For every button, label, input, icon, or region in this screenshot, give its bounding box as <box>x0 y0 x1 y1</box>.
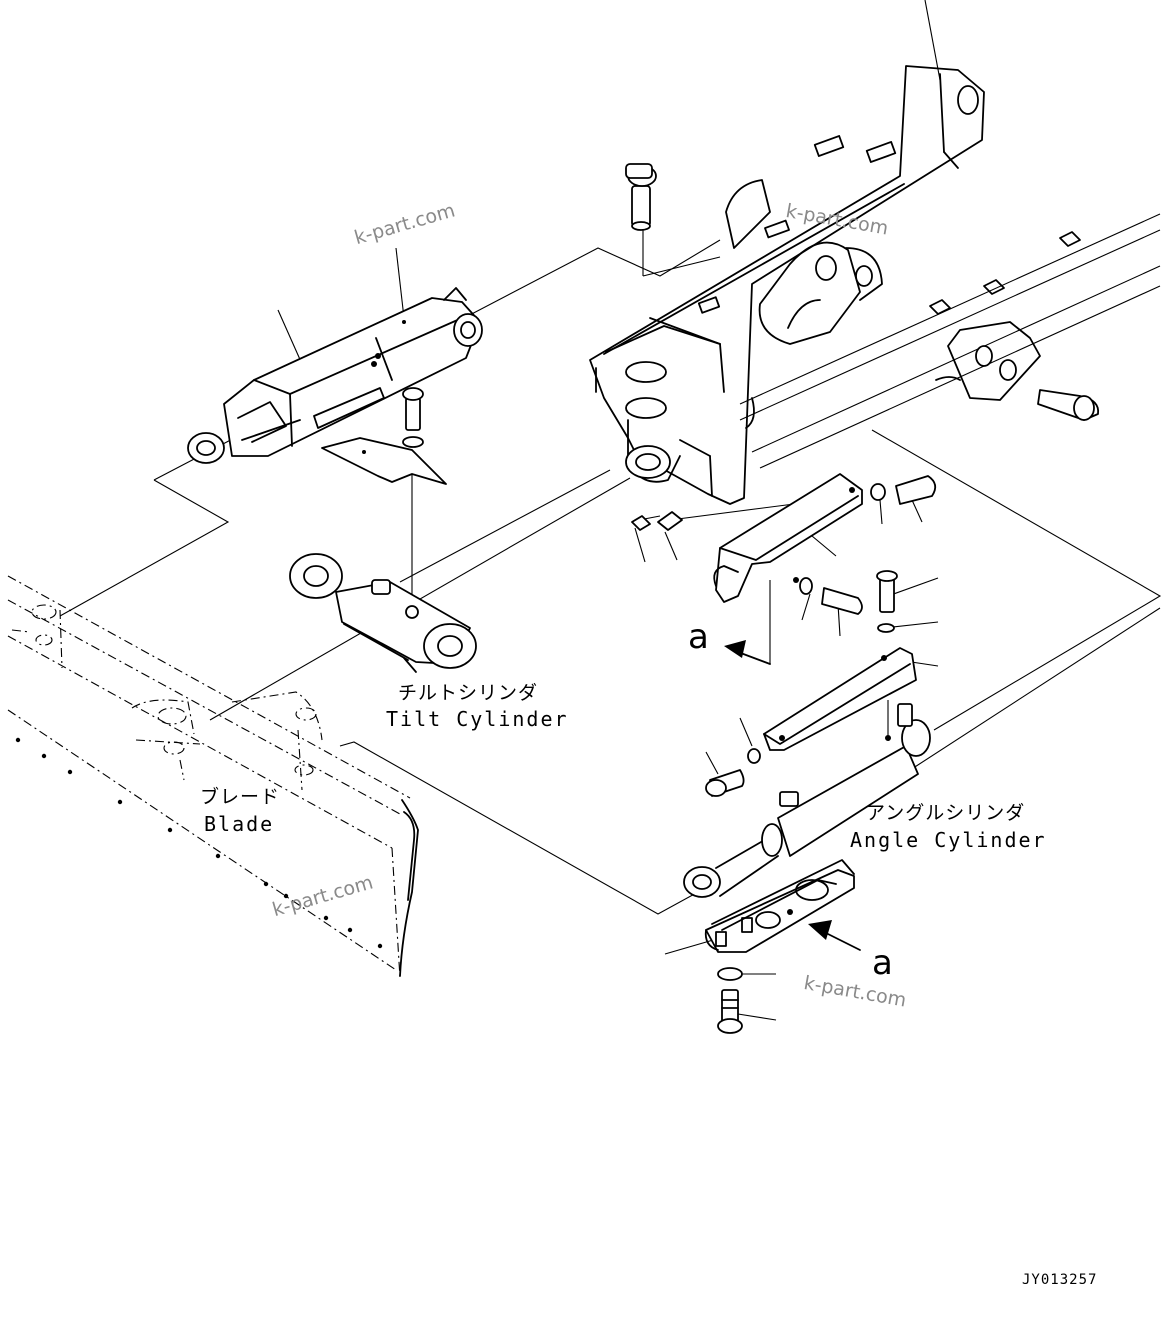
view-marker-lower: a <box>872 943 893 983</box>
angle-cylinder-label-jp: アングルシリンダ <box>866 802 1026 824</box>
tilt-cylinder-label-jp: チルトシリンダ <box>398 682 539 704</box>
angle-cover-upper <box>713 473 863 603</box>
angle-cylinder-rails <box>739 213 1161 775</box>
angle-cover-lower <box>704 859 855 953</box>
view-arrows <box>724 640 861 951</box>
angle-cover-middle <box>763 647 917 751</box>
blade-outline <box>7 575 419 979</box>
blade-label-jp: ブレード <box>200 786 281 808</box>
c-frame <box>589 65 985 505</box>
tilt-cylinder-label-en: Tilt Cylinder <box>386 707 569 731</box>
angle-cylinder-label-en: Angle Cylinder <box>850 828 1047 852</box>
view-marker-upper: a <box>688 617 709 657</box>
angle-cylinder <box>683 703 931 898</box>
tilt-cylinder <box>289 553 477 673</box>
blade-label-en: Blade <box>204 812 275 836</box>
pivot-pin <box>625 163 657 231</box>
tilt-bolt-and-bracket <box>321 387 447 485</box>
tilt-cylinder-cover <box>187 287 483 464</box>
bottom-bolt <box>717 967 743 1034</box>
small-hardware <box>631 475 937 797</box>
drawing-code: JY013257 <box>1022 1272 1098 1288</box>
